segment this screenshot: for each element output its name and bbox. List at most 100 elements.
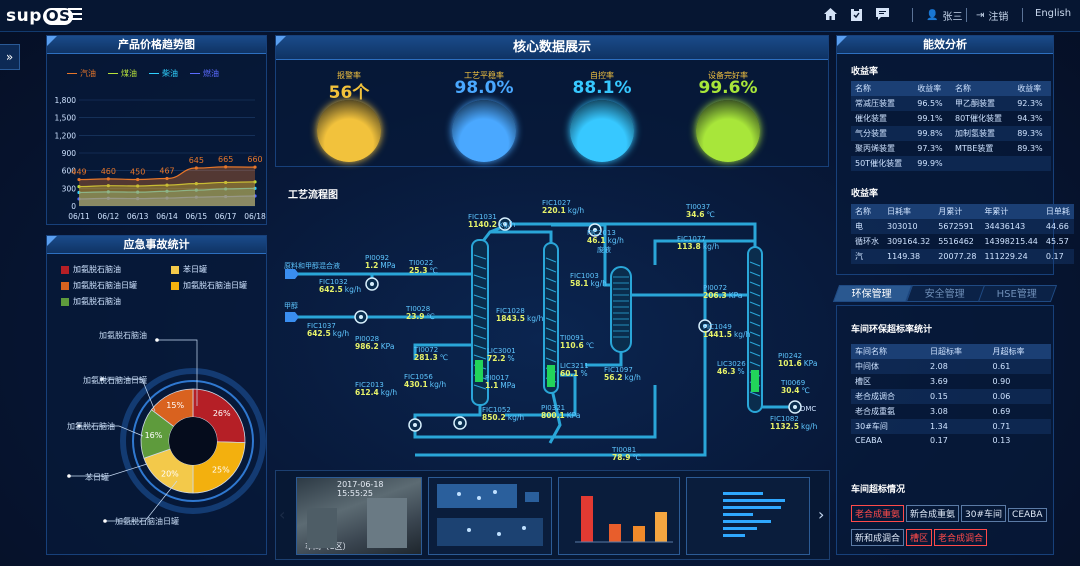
legend-item[interactable]: 苯日罐 [171,264,261,275]
message-icon[interactable] [875,7,889,21]
value-number: 850.2 [482,413,506,422]
x-tick-label: 06/12 [98,212,120,221]
table-cell: 5516462 [938,237,974,246]
instrument-tag: PI0092 [365,254,390,262]
user-menu[interactable]: 👤张三 [926,8,962,23]
dmc-label: DMC [800,405,817,413]
hbar-chart-thumbnail[interactable] [686,477,810,555]
double-chevron-right-icon: » [5,50,14,64]
instrument-value: 110.6℃ [560,342,594,350]
value-unit: ℃ [632,453,641,462]
home-icon[interactable] [823,7,837,21]
table-cell: 89.3% [1017,144,1043,153]
clipboard-icon[interactable] [849,7,863,21]
slice-label: 25% [212,466,230,475]
plant-layout-thumbnail[interactable] [428,477,552,555]
gauge-ball [452,100,516,162]
column-header: 年累计 [984,207,1009,216]
carousel-next-button[interactable]: › [818,505,825,524]
tab-safety[interactable]: 安全管理 [905,285,985,302]
column-tray [749,311,761,317]
legend-item[interactable]: 加氨脱石脑油日罐 [61,280,171,291]
bar-chart-thumbnail[interactable] [558,477,680,555]
value-number: 1441.5 [703,330,732,339]
table-cell: 92.3% [1017,99,1043,108]
instrument-tag: FIC1049 [703,323,732,331]
legend-item[interactable]: 加氨脱石脑油日罐 [171,280,261,291]
table-cell: 电 [855,222,863,231]
toolbar-divider [966,8,967,22]
instrument-value: 25.3℃ [409,267,438,275]
legend-item[interactable]: 煤油 [108,68,137,79]
workshop-chip[interactable]: 老合成调合 [934,529,988,546]
table-cell: 309164.32 [887,237,931,246]
camera-thumbnail[interactable]: 2017-06-18 15:55:25 车间（C区） [296,477,422,555]
logout-button[interactable]: ⇥注销 [976,8,1008,23]
column-tray [473,324,487,330]
workshop-chip[interactable]: 槽区 [906,529,933,546]
chart-legend: 汽油 煤油 柴油 燃油 [67,68,219,79]
instrument-tag: FIC1003 [570,272,599,280]
workshop-chip[interactable]: CEABA [1008,508,1047,522]
data-point [224,187,228,191]
table-cell: 45.57 [1045,237,1069,246]
table-cell: 34436143 [984,222,1026,231]
slice-label: 16% [145,431,163,440]
value-number: 281.3 [414,353,438,362]
language-switch[interactable]: English [1035,8,1071,19]
table-cell: 99.8% [917,129,943,138]
table-cell: 槽区 [855,377,871,386]
instrument-tag: FIC1052 [482,406,511,414]
column-tray [545,317,557,323]
value-number: 30.4 [781,386,800,395]
table-cell: 3.08 [930,407,948,416]
instrument-value: 23.9℃ [406,313,435,321]
column-tray [545,307,557,313]
data-point [253,165,257,169]
instrument-tag: FIC1077 [677,235,706,243]
data-point [136,190,140,194]
tab-hse[interactable]: HSE管理 [978,285,1058,302]
expand-sidebar-button[interactable]: » [0,44,20,70]
value-number: 23.9 [406,312,425,321]
workshop-chip[interactable]: 新和成调合 [851,529,905,546]
legend-item[interactable]: 汽油 [67,68,96,79]
gauge-label: 自控率 [590,71,614,80]
column-tray [749,321,761,327]
workshop-chip[interactable]: 老合成重氨 [851,505,905,522]
workshop-chip[interactable]: 新合成重氨 [906,505,960,522]
data-point [165,176,169,181]
data-point [224,165,228,169]
tab-environment[interactable]: 环保管理 [832,285,912,302]
legend-item[interactable]: 加氨脱石脑油 [61,264,171,275]
value-number: 1.1 [485,381,499,390]
legend-item[interactable]: 柴油 [149,68,178,79]
menu-icon[interactable] [68,8,82,21]
workshop-chip[interactable]: 30#车间 [961,505,1007,522]
legend-item[interactable]: 加氨脱石脑油 [61,296,171,307]
callout-label: 加氨脱石脑油日罐 [83,376,147,385]
legend-item[interactable]: 燃油 [190,68,219,79]
table-cell: 气分装置 [855,129,887,138]
value-unit: KPa [803,359,818,368]
table-cell: 老合成调合 [855,392,895,401]
table-cell: 50T催化装置 [855,159,903,168]
